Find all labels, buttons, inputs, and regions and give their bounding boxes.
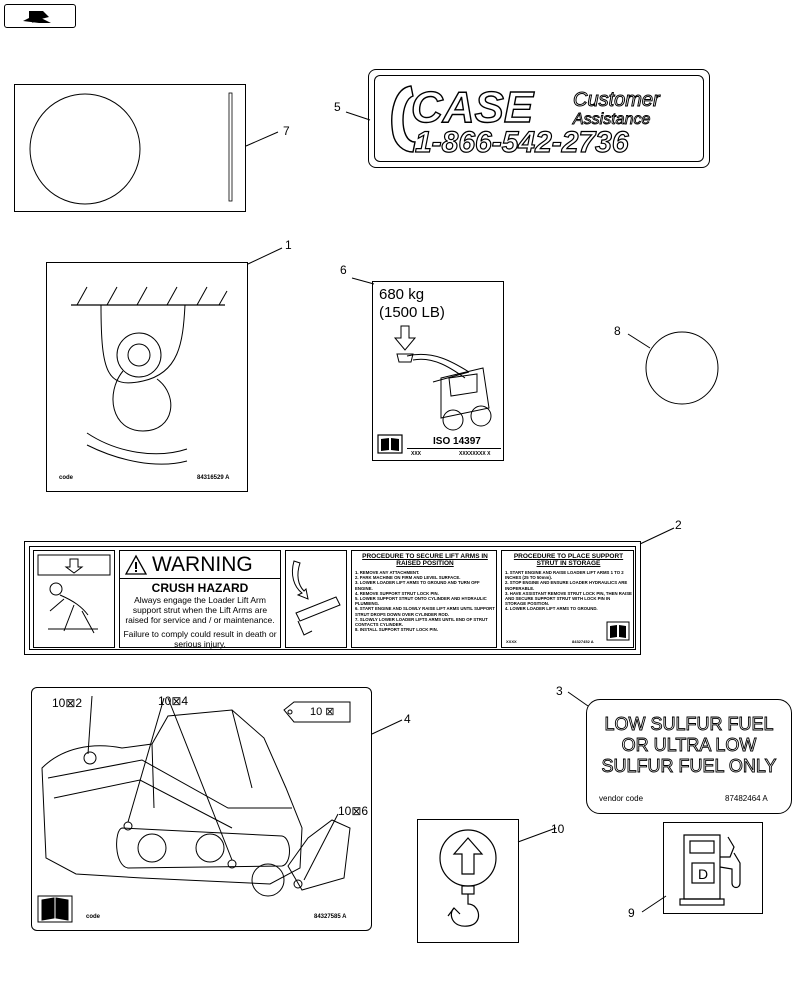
decal-9: D: [663, 822, 763, 914]
decal-2-msg2: Failure to comply could result in death …: [123, 629, 277, 649]
skid-steer-lift-points-art: [37, 695, 351, 923]
decal-4-code-label: code: [86, 914, 101, 920]
leader-6: [351, 277, 375, 285]
callout-9: 9: [628, 906, 635, 920]
decal-3-part-number: 87482464 A: [725, 794, 768, 803]
decal-5: CASE Customer Assistance 1-866-542-2736: [368, 69, 710, 168]
proc1-step: 4. REMOVE SUPPORT STRUT LOCK PIN.: [355, 590, 439, 596]
fuel-line-1: LOW SULFUR FUEL: [604, 714, 773, 734]
callout-10: 10: [551, 822, 565, 836]
manual-book-icon: [606, 621, 630, 641]
proc1-step: 1. REMOVE ANY ATTACHMENT.: [355, 570, 420, 575]
decal-2-msg1: Always engage the Loader Lift Arm suppor…: [125, 595, 275, 625]
decal-2-footer-right: 84327452 A: [572, 639, 594, 644]
proc1-step: 8. INSTALL SUPPORT STRUT LOCK PIN.: [355, 627, 438, 633]
decal-7-art: [29, 92, 233, 205]
decal-2-proc1-title: PROCEDURE TO SECURE LIFT ARMS IN RAISED …: [362, 553, 488, 567]
leader-7: [245, 131, 279, 147]
proc1-step: 3. LOWER LOADER LIFT ARMS TO GROUND AND …: [355, 580, 480, 591]
decal-2-proc1-steps: 1. REMOVE ANY ATTACHMENT. 2. PARK MACHIN…: [355, 570, 495, 632]
decal-2-footer-left: XXXX: [506, 639, 517, 644]
case-logo-art: CASE Customer Assistance 1-866-542-2736: [410, 82, 661, 159]
page-flag-icon: [23, 11, 51, 23]
proc1-step: 7. SLOWLY LOWER LOADER LIFTS ARMS UNTIL …: [355, 616, 488, 628]
callout-6: 6: [340, 263, 347, 277]
fuel-pump-icon: D: [679, 834, 741, 906]
leader-9: [641, 895, 667, 913]
decal-2: WARNING CRUSH HAZARD Always engage the L…: [24, 541, 641, 655]
proc1-step: 2. PARK MACHINE ON FIRM AND LEVEL SURFAC…: [355, 575, 461, 581]
decal-4-part-number: 84327585 A: [314, 914, 347, 920]
decal-3: LOW SULFUR FUEL OR ULTRA LOW SULFUR FUEL…: [586, 699, 792, 814]
lift-hook-icon: [439, 829, 497, 927]
decal-6: 680 kg (1500 LB) ISO 14397 XXX XXXXXXXX …: [372, 281, 504, 461]
decal-4-ref-a: 10⊠2: [52, 696, 83, 710]
decal-8: [645, 331, 719, 405]
case-brand-text: CASE: [411, 83, 535, 132]
fuel-line-3: SULFUR FUEL ONLY: [601, 756, 776, 776]
decal-2-proc2-steps: 1. START ENGINE AND RAISE LOADER LIFT AR…: [505, 570, 632, 612]
decal-2-hazard: CRUSH HAZARD: [151, 581, 249, 595]
decal-6-weight-kg: 680 kg: [379, 286, 425, 303]
decal-3-text-art: LOW SULFUR FUEL OR ULTRA LOW SULFUR FUEL…: [601, 714, 777, 777]
decal-4-ref-b: 10⊠4: [158, 694, 189, 708]
proc1-step: 5. LOWER SUPPORT STRUT ONTO CYLINDER AND…: [355, 596, 487, 607]
pump-letter: D: [698, 866, 708, 882]
callout-8: 8: [614, 324, 621, 338]
proc1-step: 6. START ENGINE AND SLOWLY RAISE LIFT AR…: [355, 606, 495, 617]
decal-2-proc2-title: PROCEDURE TO PLACE SUPPORT STRUT IN STOR…: [513, 553, 624, 567]
loader-capacity-art: [393, 325, 492, 431]
decal-7: [14, 84, 246, 212]
customer-text: Customer: [573, 89, 661, 111]
decal-1-code-label: code: [59, 475, 74, 481]
decal-6-weight-lb: (1500 LB): [379, 304, 445, 321]
decal-1: code 84316529 A: [46, 262, 248, 492]
decal-6-footer-right: XXXXXXXX X: [459, 451, 491, 457]
callout-7: 7: [283, 124, 290, 138]
callout-2: 2: [675, 518, 682, 532]
decal-4: 10⊠2 10⊠4 10⊠6 10 ⊠ code 84327585 A: [31, 687, 372, 931]
callout-5: 5: [334, 100, 341, 114]
decal-10: [417, 819, 519, 943]
leader-4: [371, 719, 403, 735]
crush-person-icon: [37, 554, 111, 634]
fuel-line-2: OR ULTRA LOW: [622, 735, 757, 755]
support-strut-icon: [291, 560, 341, 636]
decal-3-vendor: vendor code: [599, 794, 644, 803]
decal-6-footer-left: XXX: [411, 451, 422, 457]
phone-handset-icon: [391, 85, 416, 153]
decal-2-warning: WARNING: [152, 553, 253, 576]
decal-1-part-number: 84316529 A: [197, 475, 230, 481]
proc2-step: 4. LOWER LOADER LIFT ARMS TO GROUND.: [505, 606, 598, 612]
callout-1: 1: [285, 238, 292, 252]
leader-3: [567, 691, 589, 707]
manual-book-icon: [377, 434, 403, 454]
leader-8: [627, 333, 651, 349]
proc2-step: 2. STOP ENGINE AND ENSURE LOADER HYDRAUL…: [505, 580, 628, 591]
decal-1-hook-chain-art: [71, 286, 228, 465]
decal-4-tag: 10 ⊠: [310, 706, 335, 718]
decal-6-standard: ISO 14397: [433, 436, 481, 447]
leader-5: [345, 111, 371, 121]
leader-2: [639, 527, 675, 545]
callout-3: 3: [556, 684, 563, 698]
leader-1: [247, 247, 283, 265]
page-nav-button[interactable]: [4, 4, 76, 28]
assistance-text: Assistance: [572, 111, 650, 128]
proc2-step: 3. HAVE ASSISTANT REMOVE STRUT LOCK PIN,…: [505, 590, 632, 607]
proc2-step: 1. START ENGINE AND RAISE LOADER LIFT AR…: [505, 570, 624, 581]
leader-10: [517, 827, 557, 843]
callout-4: 4: [404, 712, 411, 726]
decal-4-ref-c: 10⊠6: [338, 804, 369, 818]
warning-triangle-icon: [124, 554, 148, 575]
phone-number-text: 1-866-542-2736: [415, 126, 629, 159]
